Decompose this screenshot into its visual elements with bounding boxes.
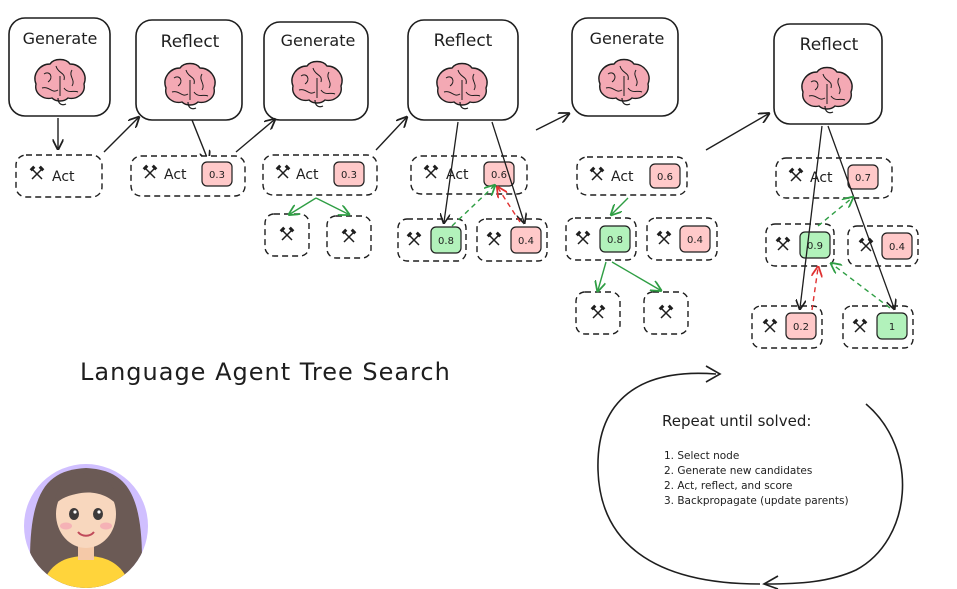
stage-5-generate: Generate — [571, 17, 679, 117]
score-badge — [333, 161, 365, 187]
tree-stage-3: Act 0.3 — [262, 154, 378, 259]
note-heading: Repeat until solved: — [662, 412, 811, 430]
avatar — [24, 464, 148, 588]
score-value: 1 — [889, 322, 895, 333]
score-value: 0.9 — [807, 241, 823, 252]
tree-stage-4: Act 0.6 0.8 0.4 — [397, 121, 548, 262]
stage-2-reflect: Reflect — [135, 19, 243, 121]
tree-stage-6: Act 0.7 0.9 0.4 0.2 1 — [751, 125, 919, 349]
score-badge — [847, 164, 879, 190]
diagram-title: Language Agent Tree Search — [80, 358, 451, 386]
score-value: 0.8 — [607, 235, 623, 246]
stage-label: Generate — [590, 29, 665, 48]
score-value: 0.6 — [491, 170, 507, 181]
score-badge — [799, 231, 831, 259]
act-node-2: Act 0.3 — [130, 155, 246, 197]
score-badge — [430, 226, 462, 254]
act-label: Act — [52, 169, 75, 185]
score-badge — [881, 232, 913, 260]
score-value: 0.3 — [341, 170, 357, 181]
score-value: 0.6 — [657, 172, 673, 183]
score-value: 0.4 — [889, 242, 905, 253]
act-node-1: Act — [15, 154, 103, 198]
note-step: 3. Backpropagate (update parents) — [664, 495, 849, 507]
stage-6-reflect: Reflect — [773, 23, 883, 125]
stage-arrows — [58, 114, 768, 160]
stage-label: Reflect — [434, 31, 493, 51]
act-label: Act — [296, 167, 319, 183]
stage-label: Generate — [23, 29, 98, 48]
stage-4-reflect: Reflect — [407, 19, 519, 121]
stage-3-generate: Generate — [263, 21, 369, 121]
score-badge — [785, 312, 817, 340]
score-badge — [649, 163, 681, 189]
stage-label: Reflect — [800, 35, 859, 55]
stage-1-generate: Generate — [8, 17, 111, 117]
note-step: 2. Generate new candidates — [664, 465, 812, 477]
stage-label: Reflect — [161, 32, 220, 52]
note-step: 2. Act, reflect, and score — [664, 480, 792, 492]
stage-label: Generate — [281, 31, 356, 50]
score-badge — [201, 161, 233, 187]
note-step: 1. Select node — [664, 450, 739, 462]
score-value: 0.3 — [209, 170, 225, 181]
tree-stage-5: Act 0.6 0.8 0.4 — [565, 156, 718, 335]
act-label: Act — [611, 169, 634, 185]
score-badge — [679, 225, 711, 253]
score-badge — [876, 312, 908, 340]
act-label: Act — [164, 167, 187, 183]
score-badge — [599, 225, 631, 253]
score-value: 0.4 — [687, 235, 703, 246]
act-label: Act — [810, 170, 833, 186]
score-value: 0.4 — [518, 236, 534, 247]
score-value: 0.8 — [438, 236, 454, 247]
repeat-loop-note: Repeat until solved: 1. Select node 2. G… — [597, 365, 904, 589]
score-value: 0.7 — [855, 173, 871, 184]
score-badge — [510, 226, 542, 254]
score-value: 0.2 — [793, 322, 809, 333]
